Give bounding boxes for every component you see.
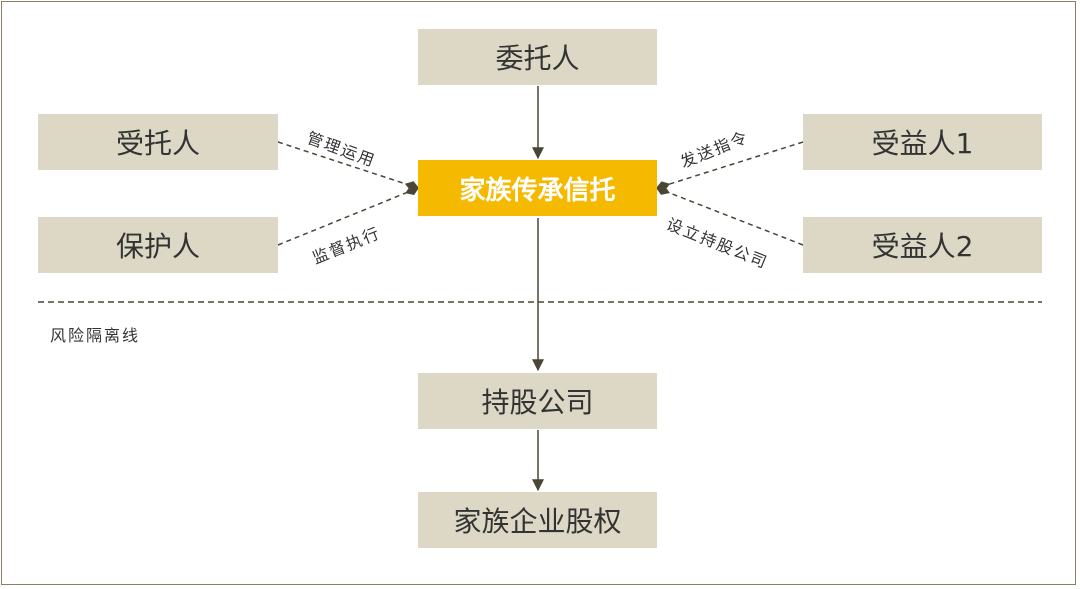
line-beneficiary2-to-trust (655, 185, 804, 246)
node-beneficiary-2: 受益人2 (803, 217, 1042, 273)
line-protector-to-trust (277, 185, 420, 246)
node-trustee: 受托人 (38, 114, 278, 170)
node-beneficiary-1: 受益人1 (803, 114, 1042, 170)
line-beneficiary1-to-trust (655, 141, 804, 191)
risk-line-label: 风险隔离线 (50, 326, 141, 345)
node-settlor: 委托人 (418, 29, 657, 85)
node-family-equity: 家族企业股权 (418, 492, 657, 548)
node-protector: 保护人 (38, 217, 278, 273)
line-trustee-to-trust (277, 141, 420, 191)
node-holding-company: 持股公司 (418, 373, 657, 429)
node-family-trust: 家族传承信托 (418, 160, 657, 216)
